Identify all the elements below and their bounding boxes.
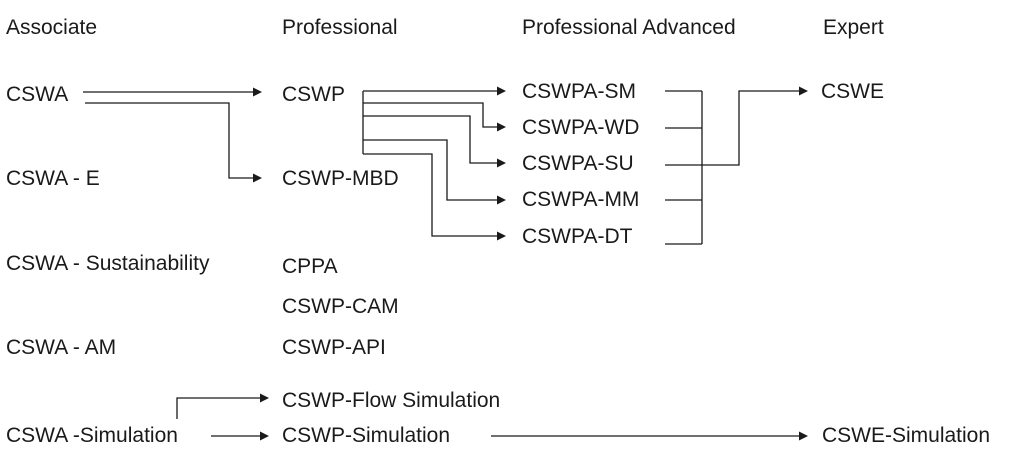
column-header-professional: Professional <box>282 16 398 39</box>
node-cswa-e: CSWA - E <box>6 167 100 190</box>
node-cswp-simulation: CSWP-Simulation <box>282 424 451 447</box>
node-cswa-sustainability: CSWA - Sustainability <box>6 252 210 275</box>
column-header-associate: Associate <box>6 16 98 39</box>
column-header-expert: Expert <box>823 16 884 39</box>
connector-cswpa-bracket <box>665 90 703 245</box>
node-cswpa-wd: CSWPA-WD <box>522 116 640 139</box>
node-cswp: CSWP <box>282 83 345 106</box>
node-cppa: CPPA <box>282 255 338 278</box>
node-cswp-flow-simulation: CSWP-Flow Simulation <box>282 389 501 412</box>
column-header-professional-advanced: Professional Advanced <box>522 16 736 39</box>
node-cswp-mbd: CSWP-MBD <box>282 167 399 190</box>
arrow-cswpa-to-cswe <box>702 86 808 166</box>
arrow-cswp-to-cswpa-wd <box>363 102 506 132</box>
node-cswpa-sm: CSWPA-SM <box>522 80 636 103</box>
node-cswa-am: CSWA - AM <box>6 336 117 359</box>
node-cswpa-dt: CSWPA-DT <box>522 225 633 248</box>
arrow-cswp-simulation-to-cswe-simulation <box>491 431 808 441</box>
node-cswe: CSWE <box>821 80 884 103</box>
arrow-cswp-to-cswpa-dt <box>363 153 506 241</box>
arrow-cswp-to-cswpa-su <box>363 115 506 168</box>
arrow-cswa-to-cswp-mbd <box>85 102 262 183</box>
arrow-cswa-simulation-to-cswp-flow-simulation <box>176 393 269 419</box>
node-cswp-api: CSWP-API <box>282 336 386 359</box>
node-cswa: CSWA <box>6 83 69 106</box>
node-cswp-cam: CSWP-CAM <box>282 295 399 318</box>
arrow-cswa-simulation-to-cswp-simulation <box>211 431 269 441</box>
arrow-cswa-to-cswp <box>83 87 262 97</box>
arrow-cswp-to-cswpa-sm <box>363 86 506 96</box>
node-cswe-simulation: CSWE-Simulation <box>822 424 991 447</box>
node-cswpa-su: CSWPA-SU <box>522 152 634 175</box>
node-cswa-simulation: CSWA -Simulation <box>6 424 178 447</box>
arrow-cswp-to-cswpa-mm <box>363 139 506 205</box>
node-cswpa-mm: CSWPA-MM <box>522 188 640 211</box>
